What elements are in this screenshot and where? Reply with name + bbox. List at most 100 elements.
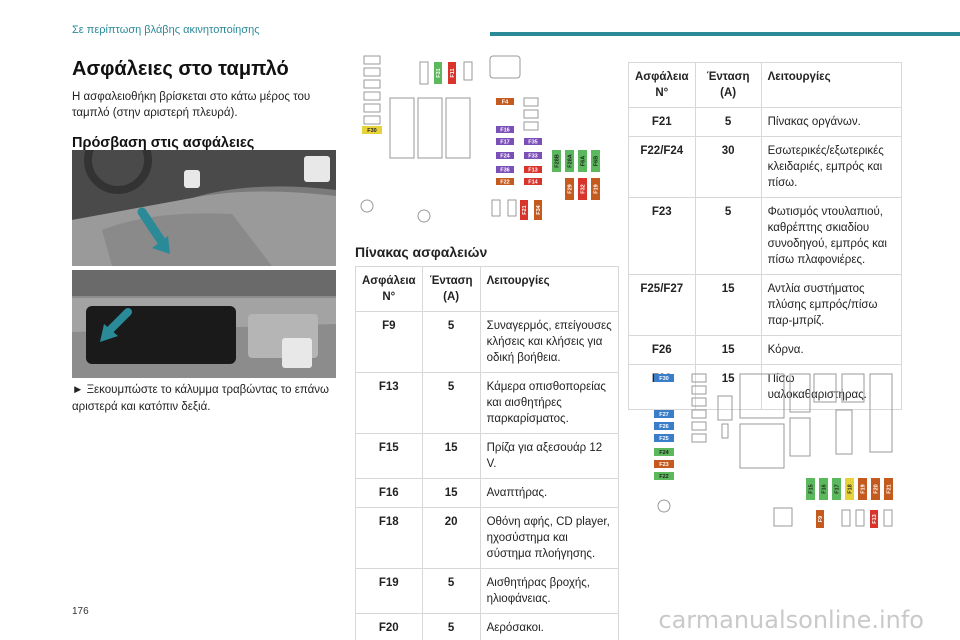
col-header-amp: Ένταση (A) — [421, 266, 481, 312]
fuse-label: F33 — [528, 154, 537, 160]
fuse-box-diagram-2: F30 F27 F26 F25 F24 F23 F22 F15 F16 F17 … — [646, 366, 902, 534]
fuse-label: F18 — [848, 484, 854, 493]
table-header-row: Ασφάλεια N° Ένταση (A) Λειτουργίες — [355, 266, 620, 312]
fuse-number-cell: F25/F27 — [628, 274, 696, 336]
fuse-label: F16 — [822, 484, 828, 493]
fuse-number-cell: F16 — [355, 478, 423, 508]
access-heading: Πρόσβαση στις ασφάλειες — [72, 135, 255, 151]
fuse-label: F21 — [887, 484, 893, 493]
amperage-cell: 5 — [421, 311, 481, 373]
table-header-row: Ασφάλεια N° Ένταση (A) Λειτουργίες — [628, 62, 903, 108]
column-left: Ασφάλειες στο ταμπλό Η ασφαλειοθήκη βρίσ… — [72, 58, 338, 151]
fuse-label: F11 — [450, 68, 456, 77]
fuse-label: F31 — [436, 68, 442, 77]
fuse-number-cell: F21 — [628, 107, 696, 137]
fuse-table-2: Ασφάλεια N° Ένταση (A) Λειτουργίες F21 5 Π… — [628, 62, 903, 410]
function-cell: Αναπτήρας. — [479, 478, 620, 508]
fuse-label: F22 — [500, 180, 509, 186]
fuse-label: F34 — [536, 204, 542, 214]
function-cell: Αερόσακοι. — [479, 613, 620, 640]
fuse-label: F13 — [872, 514, 878, 523]
function-cell: Πίνακας οργάνων. — [760, 107, 903, 137]
amperage-cell: 5 — [694, 197, 762, 275]
fuse-label: F27 — [659, 412, 668, 418]
fuse-label: F35 — [528, 140, 537, 146]
fuse-label: F17 — [835, 484, 841, 493]
function-cell: Κάμερα οπισθοπορείας και αισθητήρες παρκ… — [479, 372, 620, 434]
amperage-cell: 5 — [421, 568, 481, 614]
section-intro: Η ασφαλειοθήκη βρίσκεται στο κάτω μέρος … — [72, 91, 311, 119]
amperage-cell: 5 — [421, 372, 481, 434]
amperage-cell: 15 — [421, 433, 481, 479]
page-number: 176 — [72, 606, 89, 617]
fuse-number-cell: F26 — [628, 335, 696, 365]
fuse-label: F15 — [809, 484, 815, 493]
fuse-number-cell: F23 — [628, 197, 696, 275]
fuse-label: F19 — [594, 184, 600, 193]
fuse-label: F24 — [659, 450, 669, 456]
dashboard-photo-top — [72, 150, 336, 266]
fuse-label: F28B — [555, 154, 561, 167]
fuse-label: F23 — [659, 462, 668, 468]
amperage-cell: 15 — [694, 274, 762, 336]
col-header-fuse: Ασφάλεια N° — [628, 62, 696, 108]
fuse-label: F21 — [522, 205, 528, 214]
fuse-label: F9 — [818, 516, 824, 522]
fuse-label: F28A — [568, 154, 574, 167]
fuse-label: F26 — [659, 424, 668, 430]
col-header-func: Λειτουργίες — [760, 62, 903, 108]
col-header-fuse: Ασφάλεια N° — [355, 266, 423, 312]
amperage-cell: 30 — [694, 136, 762, 198]
fuse-label: F4 — [502, 100, 509, 106]
fuse-number-cell: F22/F24 — [628, 136, 696, 198]
amperage-cell: 15 — [694, 335, 762, 365]
col-header-amp: Ένταση (A) — [694, 62, 762, 108]
fuse-label: F29 — [568, 184, 574, 193]
amperage-cell: 20 — [421, 507, 481, 569]
fuse-label: F36 — [500, 168, 509, 174]
fuse-number-cell: F18 — [355, 507, 423, 569]
fuse-number-cell: F20 — [355, 613, 423, 640]
fuse-label: F30 — [659, 376, 668, 382]
amperage-cell: 5 — [421, 613, 481, 640]
watermark-text: carmanualsonline.info — [658, 606, 924, 634]
fuse-label: F6A — [581, 156, 587, 166]
function-cell: Συναγερμός, επείγουσες κλήσεις και κλήσε… — [479, 311, 620, 373]
function-cell: Εσωτερικές/εξωτερικές κλειδαριές, εμπρός… — [760, 136, 903, 198]
section-title: Ασφάλειες στο ταμπλό — [72, 58, 289, 80]
fuse-table-heading: Πίνακας ασφαλειών — [355, 244, 488, 260]
fuse-number-cell: F9 — [355, 311, 423, 373]
fuse-label: F16 — [500, 128, 509, 134]
fuse-number-cell: F15 — [355, 433, 423, 479]
col-header-func: Λειτουργίες — [479, 266, 620, 312]
fuse-label: F13 — [528, 168, 537, 174]
amperage-cell: 15 — [421, 478, 481, 508]
instruction-step: ► Ξεκουμπώστε το κάλυμμα τραβώντας το επ… — [72, 384, 329, 413]
dashboard-photo-bottom — [72, 270, 336, 378]
function-cell: Οθόνη αφής, CD player, ηχοσύστημα και σύ… — [479, 507, 620, 569]
fuse-label: F32 — [581, 184, 587, 193]
function-cell: Κόρνα. — [760, 335, 903, 365]
fuse-label: F22 — [659, 474, 668, 480]
fuse-label: F6B — [594, 156, 600, 166]
fuse-number-cell: F19 — [355, 568, 423, 614]
fuse-label: F19 — [861, 484, 867, 493]
fuse-label: F14 — [528, 180, 538, 186]
fuse-number-cell: F13 — [355, 372, 423, 434]
fuse-label: F20 — [874, 484, 880, 493]
fuse-label: F30 — [367, 128, 376, 134]
function-cell: Αισθητήρας βροχής, ηλιοφάνειας. — [479, 568, 620, 614]
